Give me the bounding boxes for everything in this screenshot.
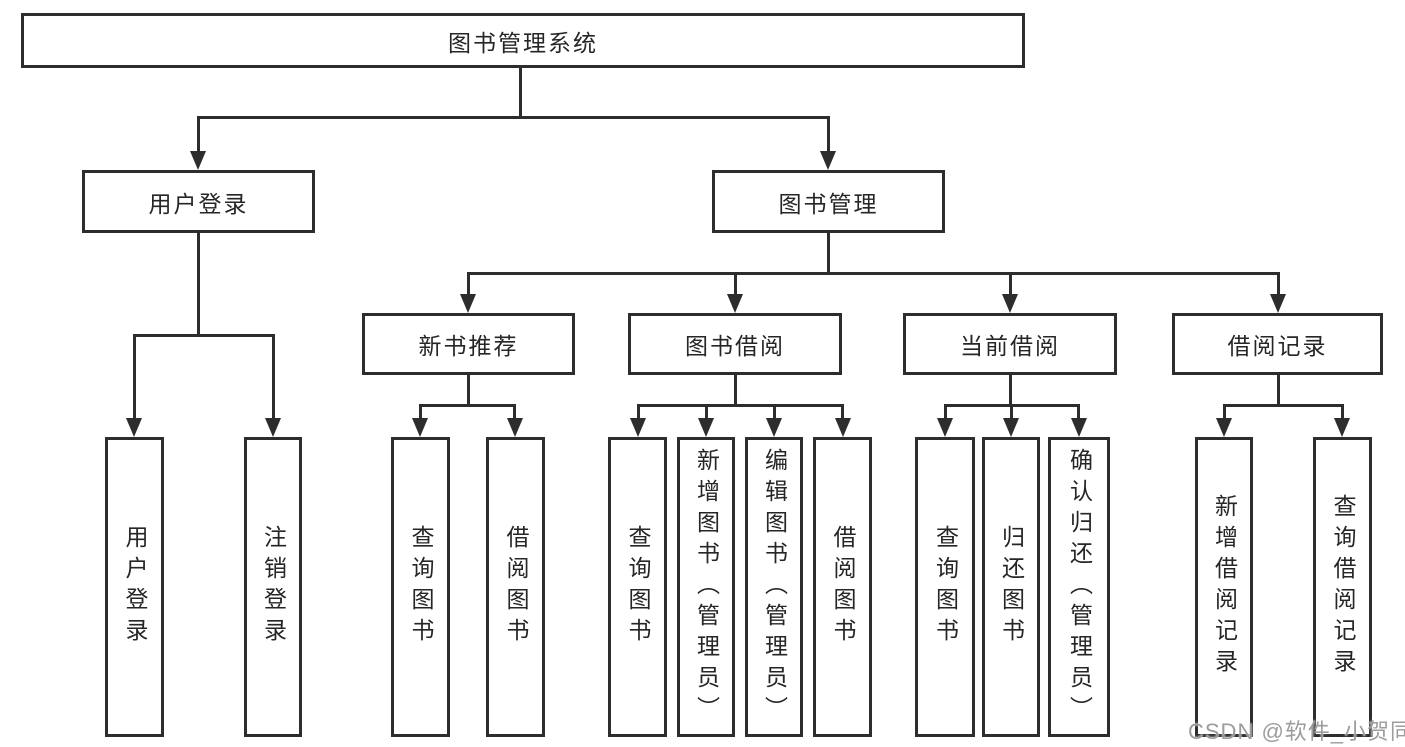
connector-drop-br-query bbox=[1341, 404, 1344, 420]
node-borrow-records-label: 借阅记录 bbox=[1227, 333, 1328, 359]
connector-root-feed bbox=[519, 68, 522, 118]
connector-drop-nb-query bbox=[419, 404, 422, 420]
leaf-cb-confirm-return-label: 确认归还（管理员） bbox=[1066, 447, 1093, 727]
leaf-nb-borrow-book: 借阅图书 bbox=[486, 437, 545, 737]
connector-drop-bb-borrow bbox=[841, 404, 844, 420]
connector-drop-leaf-logout bbox=[272, 334, 275, 420]
node-user-login: 用户登录 bbox=[82, 170, 315, 233]
node-book-mgmt: 图书管理 bbox=[712, 170, 945, 233]
arrowhead-br-add bbox=[1216, 418, 1232, 437]
arrowhead-cb-return bbox=[1003, 418, 1019, 437]
node-borrow-records: 借阅记录 bbox=[1172, 313, 1383, 375]
leaf-cb-return-book-label: 归还图书 bbox=[998, 525, 1025, 649]
arrowhead-bb-add bbox=[698, 418, 714, 437]
leaf-nb-borrow-book-label: 借阅图书 bbox=[503, 525, 529, 649]
leaf-br-query-record-label: 查询借阅记录 bbox=[1330, 494, 1356, 680]
connector-drop-borrow-records bbox=[1277, 272, 1280, 296]
connector-drop-nb-borrow bbox=[513, 404, 516, 420]
connector-branch-level1 bbox=[197, 116, 830, 119]
connector-drop-book-mgmt bbox=[827, 116, 830, 153]
leaf-cb-return-book: 归还图书 bbox=[982, 437, 1040, 737]
leaf-bb-query-book-label: 查询图书 bbox=[625, 525, 651, 649]
csdn-watermark: CSDN @软件_小贺同学 bbox=[1188, 719, 1405, 744]
leaf-cb-query-book-label: 查询图书 bbox=[932, 525, 959, 649]
leaf-bb-add-book-label: 新增图书（管理员） bbox=[693, 447, 720, 727]
leaf-br-add-record-label: 新增借阅记录 bbox=[1211, 494, 1238, 680]
node-new-book-rec-label: 新书推荐 bbox=[418, 333, 519, 359]
connector-drop-br-add bbox=[1223, 404, 1226, 420]
arrowhead-cb-confirm bbox=[1071, 418, 1087, 437]
arrowhead-cb-query bbox=[937, 418, 953, 437]
connector-drop-new-book bbox=[467, 272, 470, 296]
connector-drop-user-login bbox=[197, 116, 200, 153]
node-root-label: 图书管理系统 bbox=[448, 29, 598, 56]
node-new-book-rec: 新书推荐 bbox=[362, 313, 575, 375]
arrowhead-borrow-records bbox=[1270, 294, 1286, 313]
arrowhead-user-login bbox=[190, 151, 206, 170]
connector-branch-book-borrow bbox=[637, 404, 844, 407]
leaf-br-add-record: 新增借阅记录 bbox=[1195, 437, 1253, 737]
connector-drop-cb-confirm bbox=[1077, 404, 1080, 420]
connector-borrow-records-feed bbox=[1277, 375, 1280, 407]
connector-branch-new-book bbox=[419, 404, 516, 407]
node-user-login-label: 用户登录 bbox=[148, 190, 249, 217]
leaf-nb-query-book-label: 查询图书 bbox=[408, 525, 434, 649]
node-book-borrow-label: 图书借阅 bbox=[685, 333, 785, 359]
arrowhead-bb-edit bbox=[766, 418, 782, 437]
node-book-borrow: 图书借阅 bbox=[628, 313, 842, 375]
leaf-bb-borrow-book: 借阅图书 bbox=[813, 437, 872, 737]
arrowhead-bb-borrow bbox=[835, 418, 851, 437]
leaf-bb-add-book: 新增图书（管理员） bbox=[677, 437, 735, 737]
node-root: 图书管理系统 bbox=[21, 13, 1025, 68]
connector-branch-level3 bbox=[467, 272, 1280, 275]
leaf-br-query-record: 查询借阅记录 bbox=[1313, 437, 1372, 737]
leaf-bb-edit-book: 编辑图书（管理员） bbox=[745, 437, 803, 737]
arrowhead-current-borrow bbox=[1002, 294, 1018, 313]
connector-book-borrow-feed bbox=[734, 375, 737, 407]
arrowhead-leaf-logout bbox=[265, 418, 281, 437]
leaf-user-login-label: 用户登录 bbox=[122, 525, 148, 649]
connector-drop-current-borrow bbox=[1009, 272, 1012, 296]
connector-drop-book-borrow bbox=[734, 272, 737, 296]
leaf-logout: 注销登录 bbox=[244, 437, 302, 737]
arrowhead-nb-borrow bbox=[507, 418, 523, 437]
connector-drop-cb-query bbox=[944, 404, 947, 420]
connector-branch-user-login bbox=[133, 334, 274, 337]
connector-current-borrow-feed bbox=[1009, 375, 1012, 407]
arrowhead-leaf-login bbox=[126, 418, 142, 437]
connector-book-mgmt-feed bbox=[827, 233, 830, 274]
leaf-nb-query-book: 查询图书 bbox=[391, 437, 450, 737]
connector-drop-bb-edit bbox=[773, 404, 776, 420]
arrowhead-nb-query bbox=[412, 418, 428, 437]
leaf-bb-edit-book-label: 编辑图书（管理员） bbox=[761, 447, 788, 727]
leaf-cb-query-book: 查询图书 bbox=[915, 437, 975, 737]
connector-drop-cb-return bbox=[1010, 404, 1013, 420]
node-book-mgmt-label: 图书管理 bbox=[778, 190, 879, 217]
arrowhead-book-mgmt bbox=[820, 151, 836, 170]
arrowhead-bb-query bbox=[630, 418, 646, 437]
leaf-bb-query-book: 查询图书 bbox=[608, 437, 667, 737]
node-current-borrow-label: 当前借阅 bbox=[960, 333, 1060, 359]
node-current-borrow: 当前借阅 bbox=[903, 313, 1117, 375]
arrowhead-new-book bbox=[460, 294, 476, 313]
connector-drop-bb-query bbox=[637, 404, 640, 420]
connector-new-book-feed bbox=[467, 375, 470, 407]
connector-drop-bb-add bbox=[705, 404, 708, 420]
connector-drop-leaf-login bbox=[133, 334, 136, 420]
arrowhead-br-query bbox=[1334, 418, 1350, 437]
leaf-user-login: 用户登录 bbox=[105, 437, 164, 737]
leaf-logout-label: 注销登录 bbox=[260, 525, 287, 649]
leaf-cb-confirm-return: 确认归还（管理员） bbox=[1048, 437, 1110, 737]
connector-user-login-feed bbox=[197, 233, 200, 336]
arrowhead-book-borrow bbox=[727, 294, 743, 313]
connector-branch-borrow-records bbox=[1223, 404, 1343, 407]
leaf-bb-borrow-book-label: 借阅图书 bbox=[830, 525, 856, 649]
